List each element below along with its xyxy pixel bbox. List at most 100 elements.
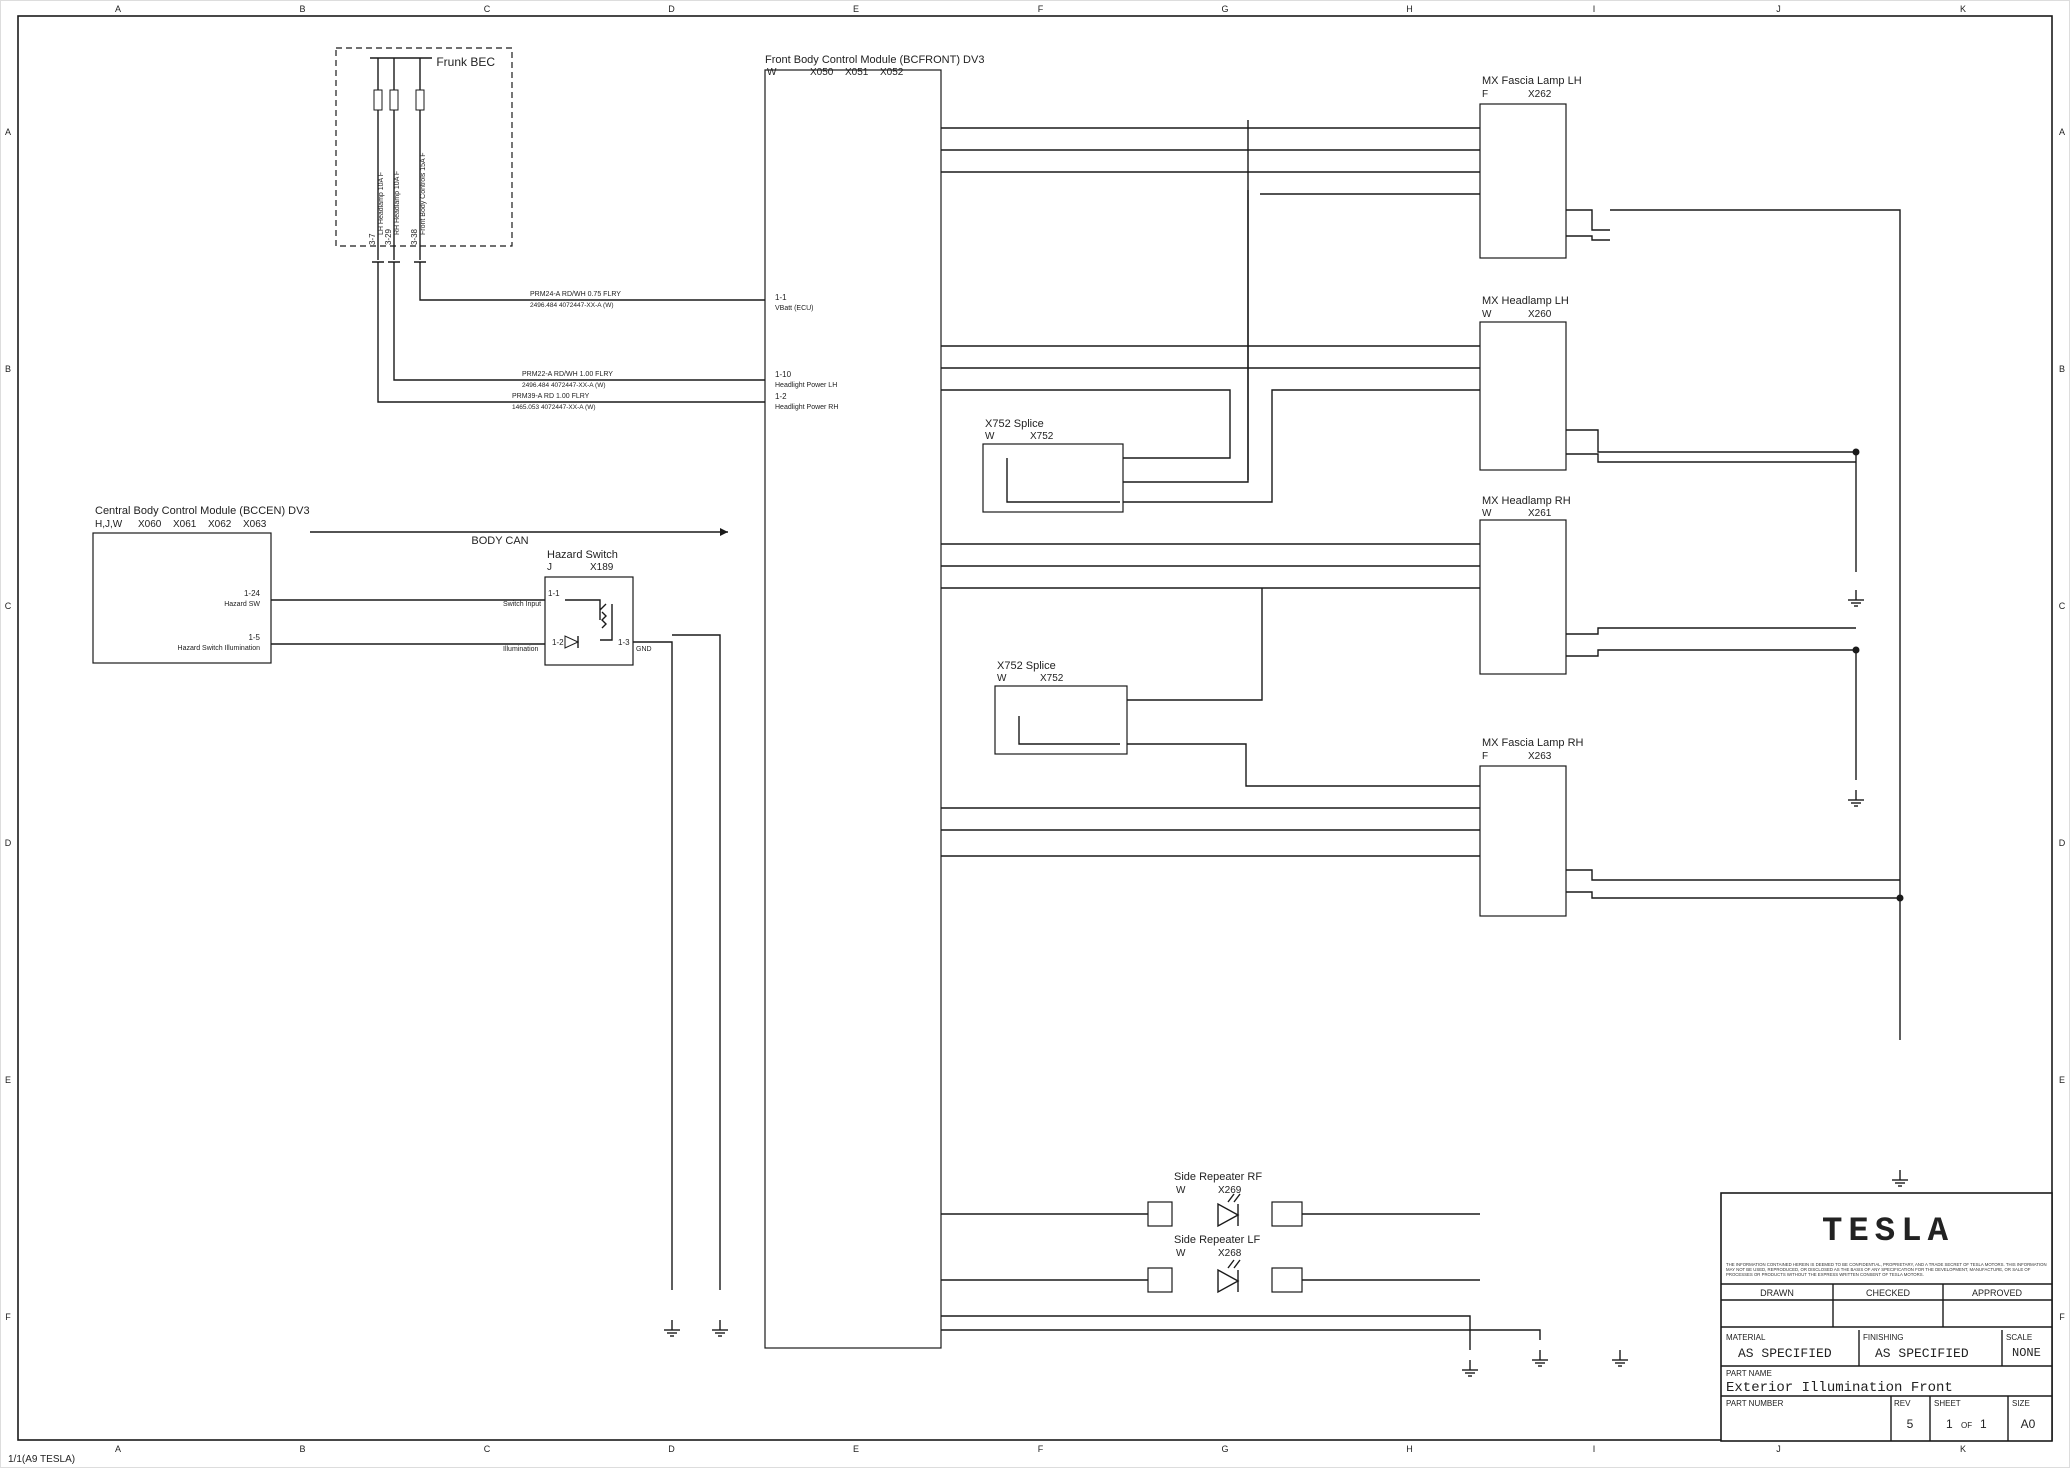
bccen-module: Central Body Control Module (BCCEN) DV3 …: [92, 505, 310, 664]
fuse-label: Front Body Controls 15A F: [420, 153, 427, 235]
ground-icon: [1462, 1360, 1478, 1377]
grid-col-label: B: [299, 4, 305, 14]
ground-icon: [1848, 790, 1864, 807]
side-repeater-rf: Side Repeater RF W X269: [1147, 1171, 1303, 1228]
hazard-wiring: [271, 599, 721, 1290]
ground-icon: [664, 1320, 680, 1337]
grid-col-label: K: [1960, 4, 1966, 14]
wire: [1127, 743, 1480, 787]
grid-col-label: D: [668, 4, 675, 14]
svg-text:1-5: 1-5: [248, 633, 260, 642]
svg-text:Side Repeater LF: Side Repeater LF: [1174, 1234, 1260, 1246]
frunk-pin: 3-7: [368, 233, 377, 245]
grid-col-label: F: [1038, 4, 1044, 14]
fuse-label: RH Headlamp 10A F: [394, 171, 401, 235]
grid-col-label: E: [853, 1444, 859, 1454]
grid-row-label: F: [5, 1312, 11, 1322]
ground-icon: [1532, 1350, 1548, 1367]
svg-text:X260: X260: [1528, 309, 1552, 320]
wire: [1123, 190, 1249, 483]
grid-col-label: I: [1593, 1444, 1596, 1454]
fuse-icon: [373, 89, 425, 111]
svg-text:MX Headlamp LH: MX Headlamp LH: [1482, 295, 1569, 307]
svg-text:W: W: [1482, 508, 1492, 519]
svg-text:W: W: [997, 673, 1007, 684]
svg-text:Central Body Control Module (B: Central Body Control Module (BCCEN) DV3: [95, 505, 310, 517]
led-icon: [1217, 1259, 1241, 1294]
ground-icon: [712, 1320, 728, 1337]
grid-col-label: C: [484, 1444, 491, 1454]
grid-row-label: B: [2059, 364, 2065, 374]
wire: [1566, 891, 1900, 899]
bcfront-pin-label: VBatt (ECU): [775, 305, 814, 312]
svg-text:1-3: 1-3: [618, 638, 630, 647]
svg-text:A0: A0: [2021, 1417, 2036, 1431]
ground-icon: [1892, 1170, 1908, 1187]
wire-len-prm22: 2496.484 4072447-XX-A (W): [522, 382, 606, 389]
svg-text:F: F: [1482, 751, 1488, 762]
x752-splice-2: X752 Splice W X752: [994, 660, 1128, 755]
grid-col-label: J: [1776, 4, 1781, 14]
grid-row-label: C: [5, 601, 12, 611]
grid-row-label: D: [2059, 838, 2066, 848]
led-icon: [1217, 1193, 1241, 1228]
svg-text:W: W: [1176, 1248, 1186, 1259]
hazard-switch: Hazard Switch J X189 1-1 1-2 1-3 Switch …: [503, 549, 652, 666]
svg-text:MATERIAL: MATERIAL: [1726, 1333, 1766, 1342]
wire: [1566, 453, 1856, 463]
svg-text:X263: X263: [1528, 751, 1552, 762]
bcfront-conn: X051: [845, 67, 869, 78]
svg-text:OF: OF: [1961, 1421, 1972, 1430]
grid-row-label: E: [2059, 1075, 2065, 1085]
grid-row-label: A: [5, 127, 11, 137]
svg-text:CHECKED: CHECKED: [1866, 1288, 1911, 1298]
frunk-bec-title: Frunk BEC: [436, 55, 495, 69]
svg-text:Hazard Switch: Hazard Switch: [547, 549, 618, 561]
svg-text:BODY CAN: BODY CAN: [471, 535, 528, 547]
wire: [941, 1315, 1471, 1350]
svg-text:SHEET: SHEET: [1934, 1399, 1961, 1408]
wire: [1123, 389, 1480, 503]
page-footer: 1/1(A9 TESLA): [8, 1454, 75, 1465]
svg-text:MX Headlamp RH: MX Headlamp RH: [1482, 495, 1571, 507]
svg-text:MX Fascia Lamp LH: MX Fascia Lamp LH: [1482, 75, 1582, 87]
fuse-label: LH Headlamp 10A F: [378, 172, 385, 235]
bcfront-pin-label: Headlight Power RH: [775, 404, 838, 411]
splice-dot: [1852, 646, 1860, 654]
svg-text:X269: X269: [1218, 1185, 1242, 1196]
svg-text:J: J: [547, 562, 552, 573]
svg-text:5: 5: [1907, 1417, 1914, 1431]
svg-text:W: W: [985, 431, 995, 442]
grid-row-label: A: [2059, 127, 2065, 137]
grid-row-label: E: [5, 1075, 11, 1085]
svg-text:Hazard SW: Hazard SW: [224, 601, 260, 608]
bcfront-variant: W: [767, 67, 777, 78]
svg-text:W: W: [1482, 309, 1492, 320]
headlamp-lh: MX Headlamp LH W X260: [1479, 295, 1569, 471]
svg-text:X752 Splice: X752 Splice: [997, 660, 1056, 672]
wire-label-prm24: PRM24-A RD/WH 0.75 FLRY: [530, 291, 621, 298]
svg-text:X063: X063: [243, 519, 267, 530]
svg-text:1: 1: [1980, 1417, 1987, 1431]
circuit-wires: [664, 120, 1908, 1377]
svg-text:X262: X262: [1528, 89, 1552, 100]
grid-col-label: H: [1406, 1444, 1413, 1454]
side-repeater-lf: Side Repeater LF W X268: [1147, 1234, 1303, 1294]
svg-text:1-2: 1-2: [552, 638, 564, 647]
wire: [1006, 458, 1120, 503]
headlamp-rh: MX Headlamp RH W X261: [1479, 495, 1571, 675]
svg-text:X752: X752: [1040, 673, 1064, 684]
grid-col-label: B: [299, 1444, 305, 1454]
grid-col-label: I: [1593, 4, 1596, 14]
wire: [1610, 209, 1901, 898]
wire: [1018, 716, 1120, 745]
svg-text:FINISHING: FINISHING: [1863, 1333, 1903, 1342]
grid-row-label: D: [5, 838, 12, 848]
svg-text:W: W: [1176, 1185, 1186, 1196]
svg-text:SIZE: SIZE: [2012, 1399, 2030, 1408]
svg-text:X062: X062: [208, 519, 232, 530]
wire: [1566, 235, 1610, 241]
grid-col-label: H: [1406, 4, 1413, 14]
